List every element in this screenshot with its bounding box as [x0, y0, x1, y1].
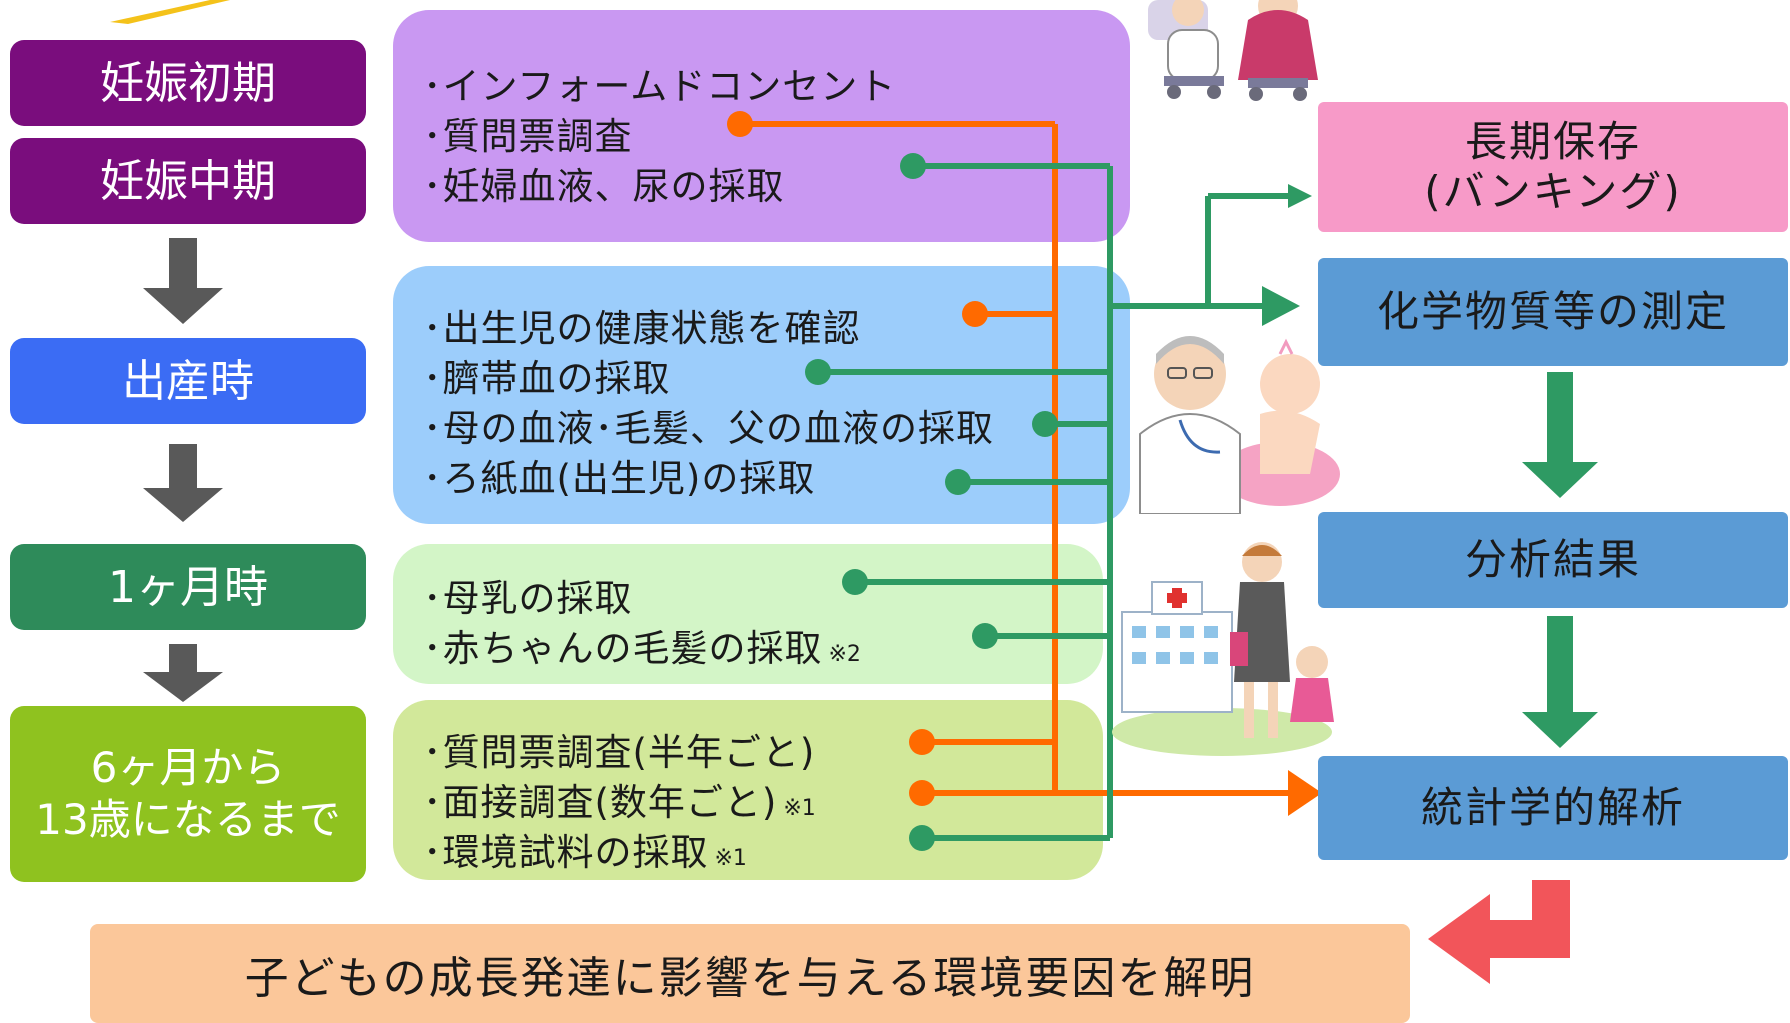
results-box: 分析結果 [1318, 512, 1788, 608]
questionnaire-lines [740, 121, 1290, 796]
banking-title: 長期保存 [1464, 116, 1641, 166]
list-item: ･臍帯血の採取 [423, 357, 671, 400]
arrow-to-banking [1288, 184, 1312, 208]
measurement-box: 化学物質等の測定 [1318, 258, 1788, 366]
hospital-mother-child-icon [1112, 542, 1347, 762]
decorative-stroke [110, 0, 230, 24]
sample-dots [805, 153, 1058, 851]
return-arrow-icon [1424, 870, 1594, 1000]
list-item: ･出生児の健康状態を確認 [423, 307, 861, 350]
banking-subtitle: (バンキング) [1424, 167, 1682, 216]
conclusion-banner: 子どもの成長発達に影響を与える環境要因を解明 [90, 924, 1410, 1023]
panel-birth: ･出生児の健康状態を確認 ･臍帯血の採取 ･母の血液･毛髪、父の血液の採取 ･ろ… [393, 266, 1130, 524]
arrow-to-measurement [1262, 286, 1300, 326]
questionnaire-dots [727, 111, 988, 806]
panel-one-month: ･母乳の採取 ･赤ちゃんの毛髪の採取※2 [393, 544, 1103, 684]
list-item: ･質問票調査(半年ごと) [423, 731, 816, 774]
down-arrow-icon [1520, 616, 1600, 750]
doctor-consultation-icon [1128, 0, 1338, 104]
list-item: ･母の血液･毛髪、父の血液の採取 [423, 407, 994, 450]
list-item: ･インフォームドコンセント [423, 65, 897, 108]
list-item: ･母乳の採取 [423, 577, 633, 620]
list-item: ･赤ちゃんの毛髪の採取※2 [423, 627, 861, 670]
down-arrow-icon [138, 644, 228, 704]
statistics-box: 統計学的解析 [1318, 756, 1788, 860]
stage-birth: 出産時 [10, 338, 366, 424]
list-item: ･妊婦血液、尿の採取 [423, 165, 785, 208]
list-item: ･質問票調査 [423, 115, 633, 158]
down-arrow-icon [138, 444, 228, 524]
stage-one-month: 1ヶ月時 [10, 544, 366, 630]
list-item: ･面接調査(数年ごと)※1 [423, 781, 816, 824]
down-arrow-icon [1520, 372, 1600, 500]
stage-early-pregnancy: 妊娠初期 [10, 40, 366, 126]
down-arrow-icon [138, 238, 228, 326]
stage-mid-pregnancy: 妊娠中期 [10, 138, 366, 224]
doctor-baby-icon [1130, 324, 1345, 515]
list-item: ･環境試料の採取※1 [423, 831, 747, 874]
banking-box: 長期保存 (バンキング) [1318, 102, 1788, 232]
stage-childhood: 6ヶ月から 13歳になるまで [10, 706, 366, 882]
sample-lines [818, 163, 1290, 841]
arrow-to-statistics [1288, 770, 1322, 816]
list-item: ･ろ紙血(出生児)の採取 [423, 457, 816, 500]
